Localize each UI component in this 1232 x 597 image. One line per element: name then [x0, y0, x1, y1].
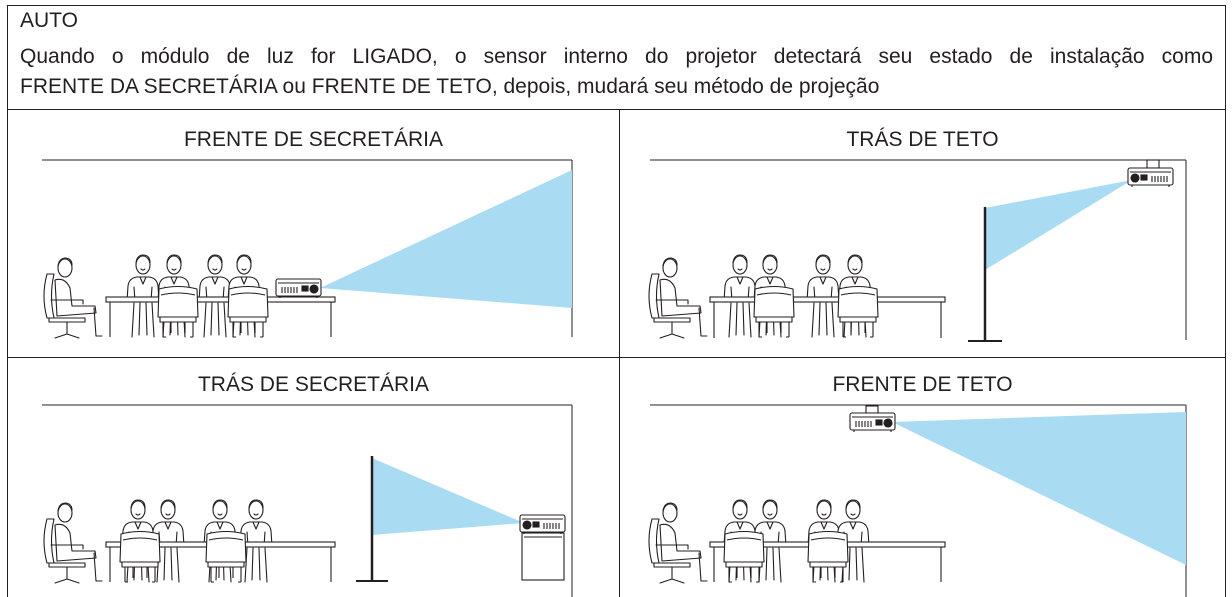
illustration-front-desk: [42, 159, 573, 339]
projector: [1128, 168, 1173, 187]
cell-front-ceiling: FRENTE DE TETO: [619, 357, 1226, 597]
mode-name: AUTO: [20, 9, 78, 32]
projection-beam: [892, 412, 1186, 565]
orientation-title: TRÁS DE TETO: [846, 128, 999, 151]
seated-viewer: [43, 257, 103, 339]
illustration-rear-desk: [42, 404, 573, 597]
projector: [520, 515, 565, 534]
cell-front-desk: FRENTE DE SECRETÁRIA: [7, 109, 620, 358]
chair: [205, 530, 247, 583]
projector-stand: [521, 532, 565, 581]
cell-rear-desk: TRÁS DE SECRETÁRIA: [7, 357, 620, 597]
mode-description-line: Quando o módulo de luz for LIGADO, o sen…: [20, 45, 1213, 68]
attendee: [723, 254, 757, 338]
seated-viewer: [648, 257, 708, 339]
projection-beam: [985, 180, 1132, 270]
table: [709, 296, 946, 338]
auto-mode-header: AUTO Quando o módulo de luz for LIGADO, …: [7, 5, 1226, 110]
seated-viewer: [43, 502, 103, 584]
attendee: [198, 254, 232, 338]
projection-beam: [320, 170, 572, 308]
illustration-rear-ceiling: [648, 159, 1187, 342]
orientation-title: FRENTE DE TETO: [832, 373, 1013, 396]
chair: [119, 530, 161, 583]
illustration-front-ceiling: [648, 404, 1187, 597]
seated-viewer: [648, 502, 708, 584]
orientation-title: FRENTE DE SECRETÁRIA: [183, 128, 444, 151]
projector: [275, 278, 322, 299]
screen: [356, 456, 388, 582]
orientation-title: TRÁS DE SECRETÁRIA: [197, 373, 430, 396]
attendee: [806, 254, 840, 338]
projector: [849, 412, 896, 433]
cell-rear-ceiling: TRÁS DE TETO: [619, 109, 1226, 358]
table: [105, 296, 336, 337]
projection-beam: [372, 458, 524, 535]
screen: [968, 207, 1002, 342]
ceiling-mount: [865, 405, 879, 414]
mode-description-line: FRENTE DA SECRETÁRIA ou FRENTE DE TETO, …: [20, 75, 880, 98]
ceiling-mount: [1146, 159, 1160, 169]
attendee: [126, 254, 160, 338]
